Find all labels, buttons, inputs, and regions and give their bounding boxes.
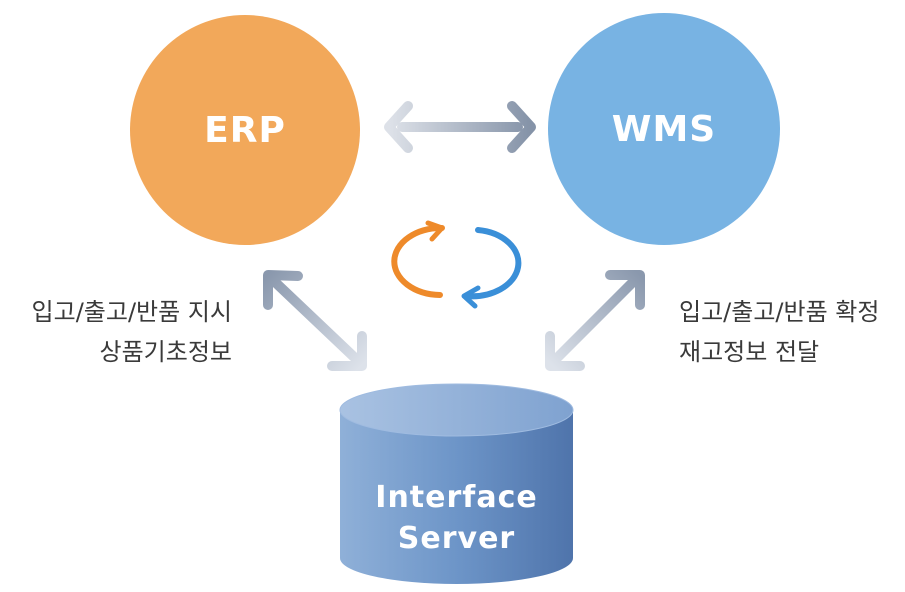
server-label-line2: Server xyxy=(397,521,516,556)
wms-node: WMS xyxy=(548,13,780,245)
erp-instruction-note: 입고/출고/반품 지시 상품기초정보 xyxy=(32,292,232,372)
sync-cycle-icon xyxy=(391,220,522,309)
wms-confirmation-note: 입고/출고/반품 확정 재고정보 전달 xyxy=(679,292,879,372)
erp-server-arrow-icon xyxy=(263,270,367,371)
erp-wms-arrow-icon xyxy=(384,101,536,153)
erp-note-line1: 입고/출고/반품 지시 xyxy=(31,298,232,326)
server-label-line1: Interface xyxy=(375,480,538,515)
wms-note-line2: 재고정보 전달 xyxy=(679,338,820,366)
server-database-icon xyxy=(339,383,574,584)
wms-server-arrow-icon xyxy=(545,270,645,371)
erp-note-line2: 상품기초정보 xyxy=(99,338,232,366)
erp-node: ERP xyxy=(130,15,360,245)
wms-label: WMS xyxy=(611,108,717,150)
wms-note-line1: 입고/출고/반품 확정 xyxy=(679,298,880,326)
erp-label: ERP xyxy=(204,109,286,151)
